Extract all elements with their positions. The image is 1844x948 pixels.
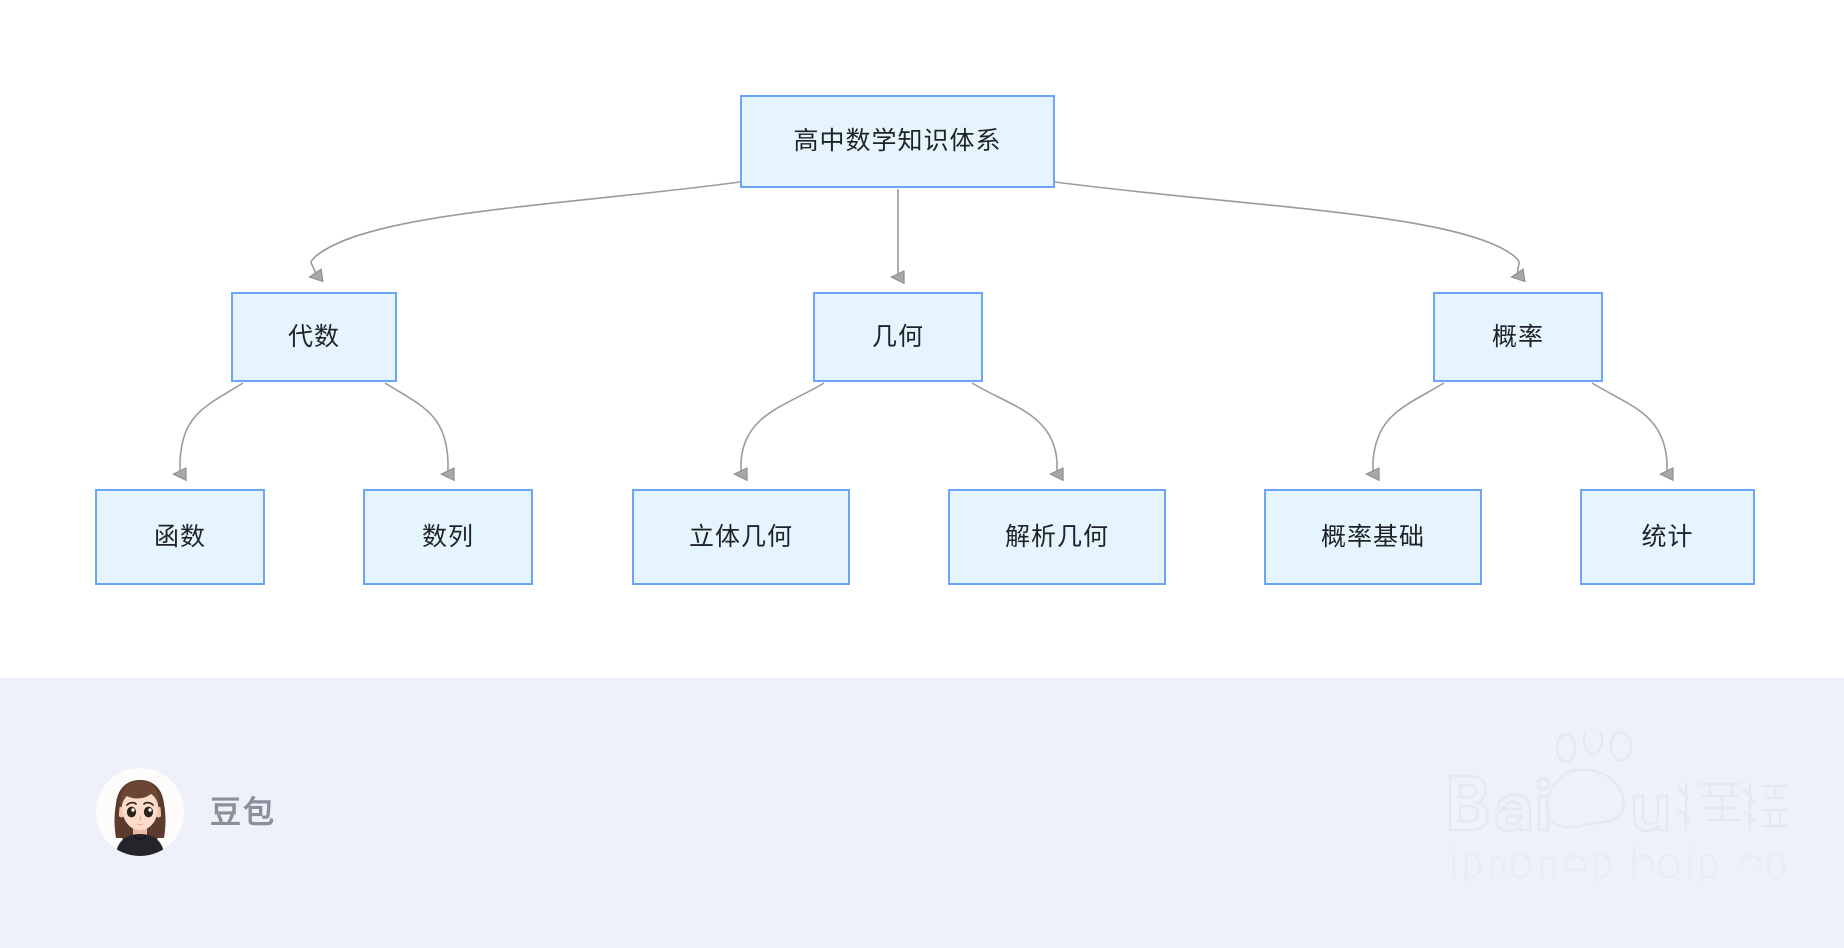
edge-probability-to-basics xyxy=(1373,382,1445,474)
node-analytic-geometry[interactable]: 解析几何 xyxy=(948,489,1166,585)
baidu-jingyan-watermark xyxy=(1410,730,1790,890)
edge-probability-to-statistics xyxy=(1591,382,1667,474)
node-statistics[interactable]: 统计 xyxy=(1580,489,1755,585)
node-algebra-label: 代数 xyxy=(287,322,340,351)
avatar xyxy=(96,768,184,856)
edge-geometry-to-solid xyxy=(741,382,825,474)
footer-bar: 豆包 xyxy=(0,678,1844,948)
node-analytic-geometry-label: 解析几何 xyxy=(1004,522,1109,551)
watermark-logo xyxy=(1448,730,1788,884)
node-root-label: 高中数学知识体系 xyxy=(793,127,1002,155)
edge-algebra-to-function xyxy=(180,382,244,474)
node-probability-basics[interactable]: 概率基础 xyxy=(1264,489,1482,585)
node-algebra[interactable]: 代数 xyxy=(231,292,397,382)
node-function[interactable]: 函数 xyxy=(95,489,265,585)
author-name: 豆包 xyxy=(210,794,276,830)
flowchart-edges xyxy=(0,181,1844,678)
edge-geometry-to-analytic xyxy=(971,382,1057,474)
author-block: 豆包 xyxy=(96,768,276,856)
node-statistics-label: 统计 xyxy=(1641,522,1694,551)
edge-group xyxy=(180,181,1667,474)
node-probability-label: 概率 xyxy=(1491,322,1544,351)
node-sequence[interactable]: 数列 xyxy=(363,489,533,585)
node-probability[interactable]: 概率 xyxy=(1433,292,1603,382)
node-probability-basics-label: 概率基础 xyxy=(1320,522,1425,551)
node-function-label: 函数 xyxy=(153,522,206,551)
edge-root-to-algebra xyxy=(311,181,741,276)
node-geometry[interactable]: 几何 xyxy=(813,292,983,382)
node-geometry-label: 几何 xyxy=(871,322,924,351)
node-root[interactable]: 高中数学知识体系 xyxy=(740,95,1055,188)
node-solid-geometry[interactable]: 立体几何 xyxy=(632,489,850,585)
edge-root-to-probability xyxy=(1054,181,1519,276)
edge-algebra-to-sequence xyxy=(384,382,448,474)
avatar-illustration xyxy=(96,768,184,856)
node-sequence-label: 数列 xyxy=(421,522,474,551)
node-solid-geometry-label: 立体几何 xyxy=(688,522,793,551)
flowchart-canvas: 高中数学知识体系 代数 几何 概率 函数 数列 立体几何 解析几何 概率基础 统… xyxy=(0,95,1844,678)
